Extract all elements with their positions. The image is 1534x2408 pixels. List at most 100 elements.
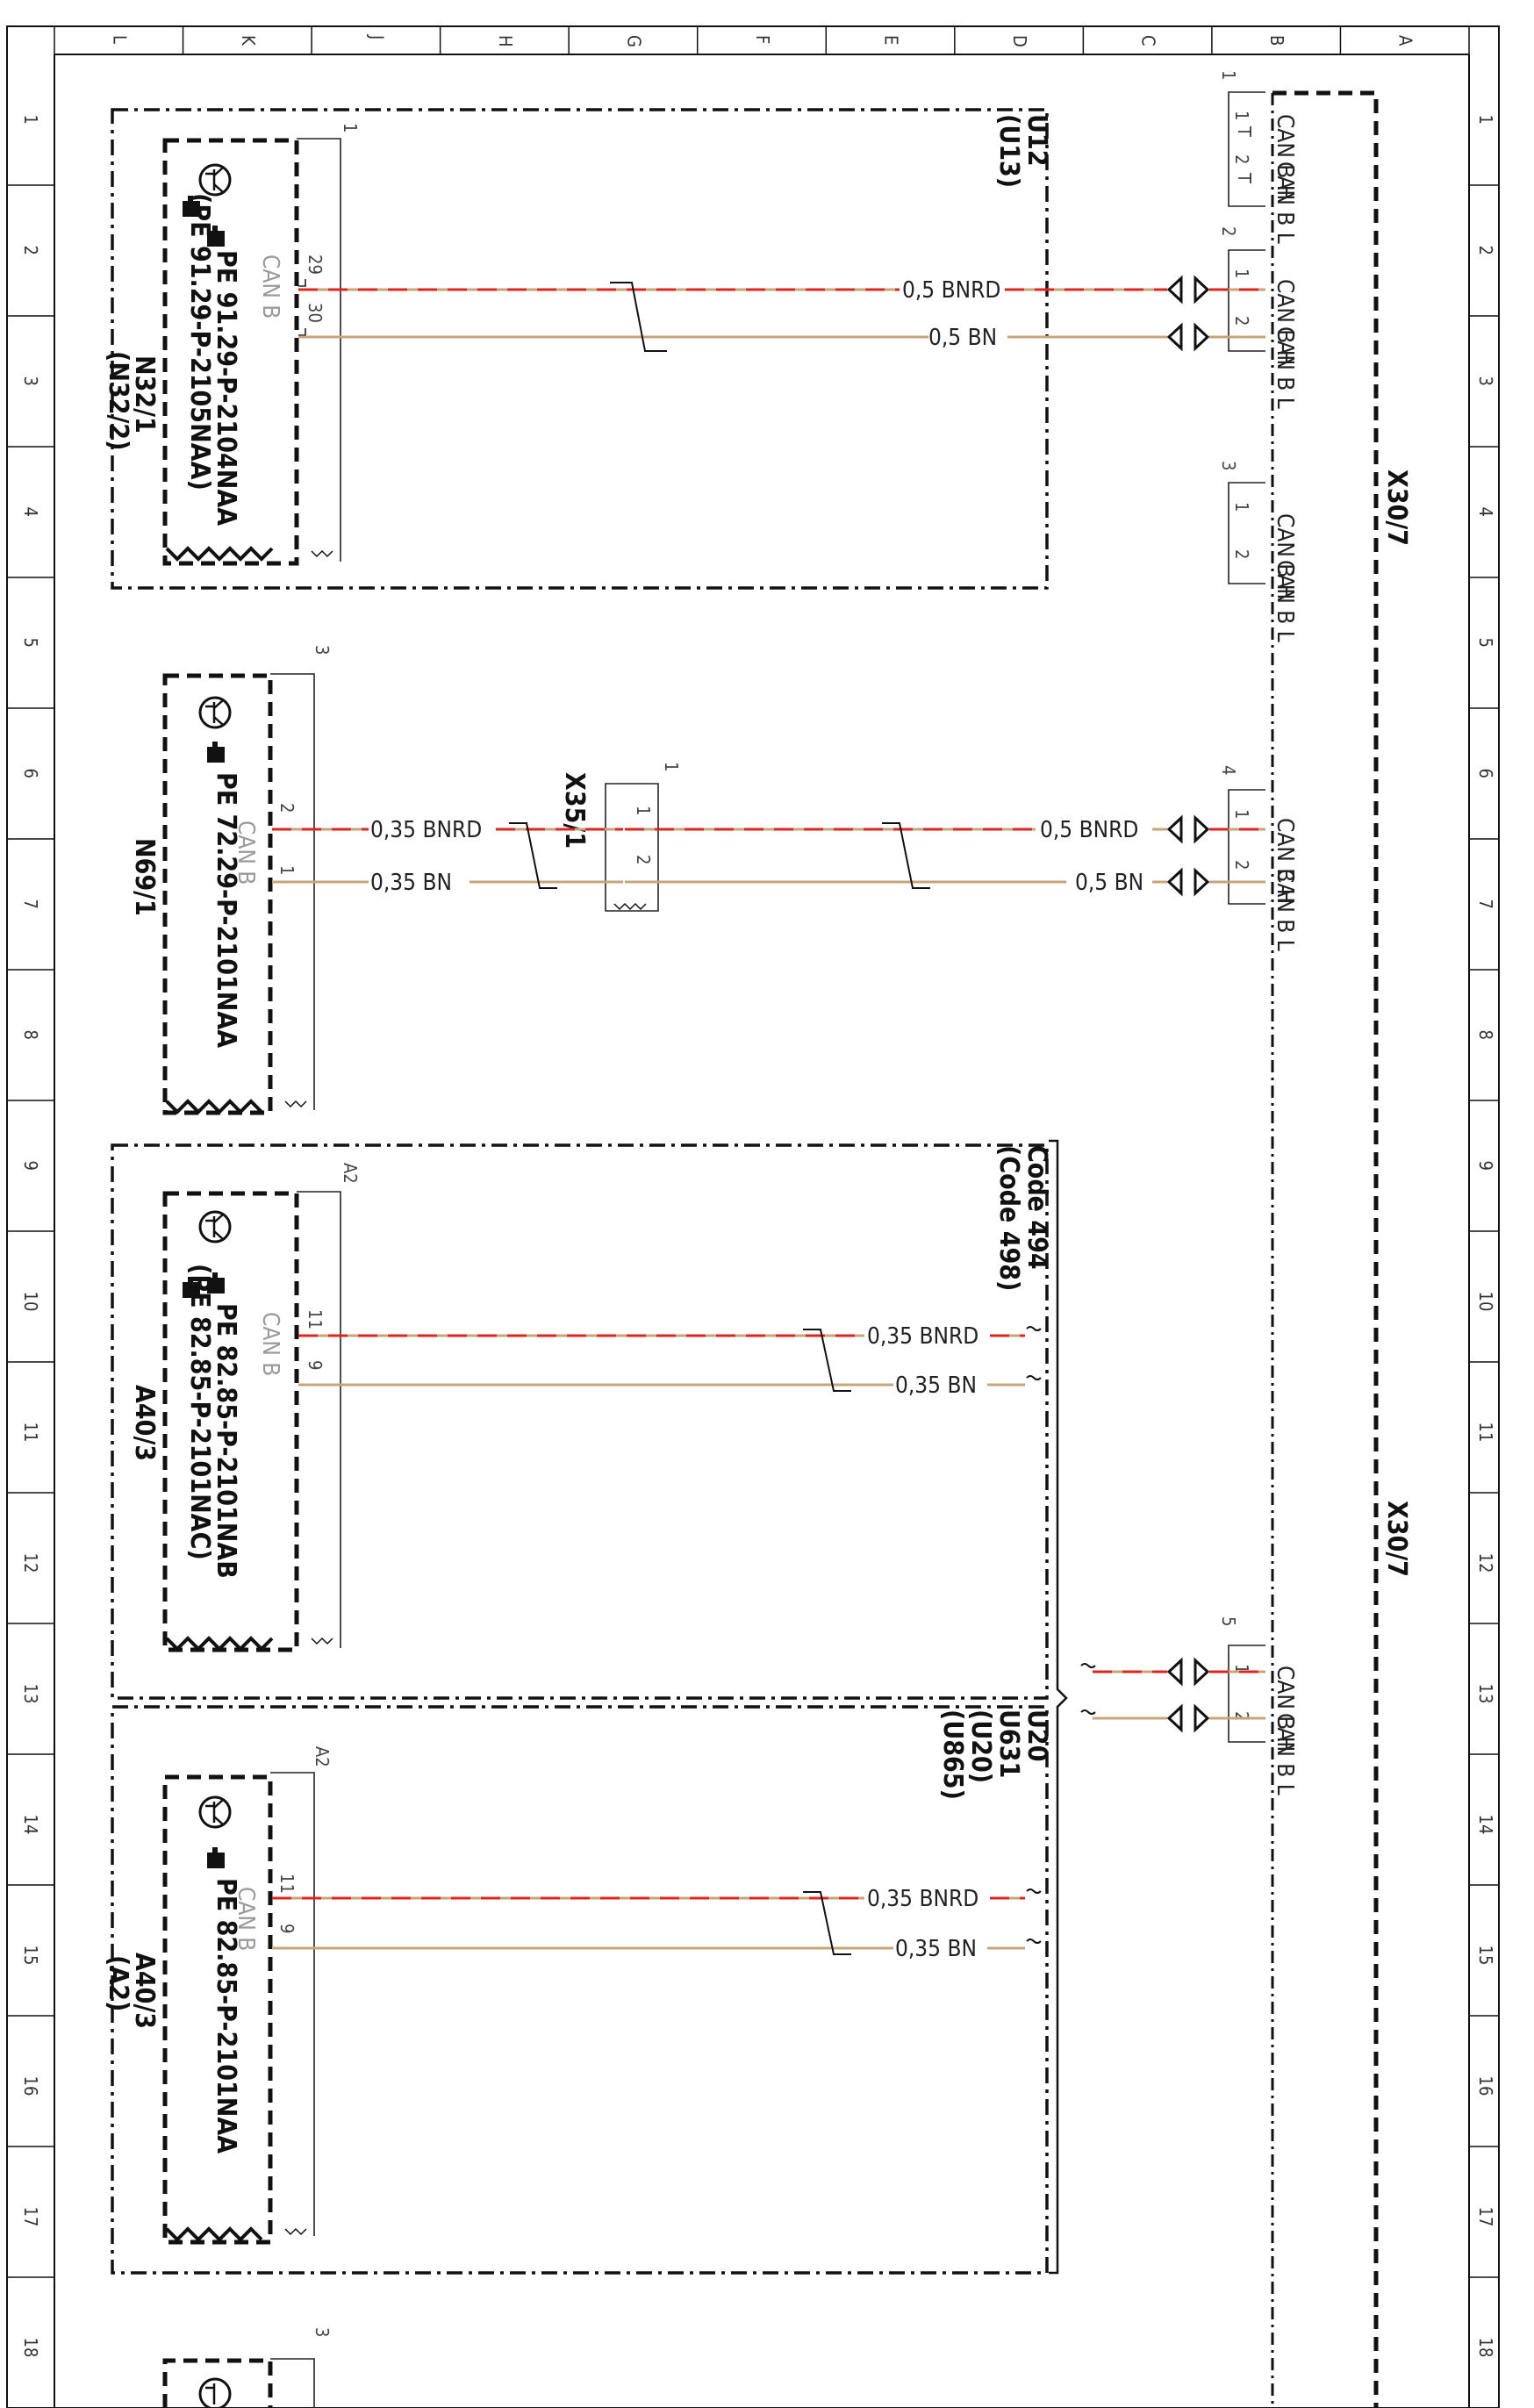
transistor-icon — [198, 2377, 232, 2408]
x30-pin-1-l: CAN B L — [1272, 161, 1298, 244]
grid-row-label: 3 — [1475, 376, 1496, 386]
svg-text:1: 1 — [1231, 809, 1252, 819]
grid-row-label: 11 — [1475, 1423, 1496, 1443]
grid-row-label: 9 — [20, 1161, 41, 1171]
n69-pin-l: 1 — [276, 865, 297, 875]
a40b-pe-1: PE 82.85-P-2101NAA — [211, 1878, 241, 2154]
connector-diamond — [1166, 814, 1210, 844]
n32-pe-1: PE 91.29-P-2104NAA — [211, 250, 241, 526]
grid-row-label: 13 — [20, 1684, 41, 1704]
hand-pointer-icon — [207, 742, 225, 763]
variant-code-494: Code 494 — [1021, 1145, 1052, 1270]
n69-bus: CAN B — [233, 821, 259, 885]
connector-diamonds — [1166, 275, 1210, 1733]
x30-pin-1-h: CAN B H — [1272, 114, 1298, 200]
svg-text:3: 3 — [312, 645, 333, 655]
variant-u12: U12 — [1021, 114, 1052, 166]
grid-row-label: 6 — [1475, 769, 1496, 778]
a40b-bus: CAN B — [233, 1887, 259, 1951]
grid-row-label: 17 — [1475, 2207, 1496, 2227]
grid-row-label: 15 — [20, 1946, 41, 1966]
x35-pin-l: 2 — [633, 855, 654, 864]
svg-text:2: 2 — [1231, 154, 1252, 164]
x30-group-3: 3 1 CAN B H 2 CAN B L — [1218, 461, 1298, 642]
svg-text:1: 1 — [661, 762, 682, 771]
x30-7-label-lower: X30/7 — [1381, 1501, 1412, 1577]
grid-row-label: 15 — [1475, 1946, 1496, 1966]
connector-x35-1: X35/1 1 1 2 — [559, 762, 682, 912]
grid-row-label: 17 — [20, 2207, 41, 2227]
x30-group-2: 2 1 CAN B H 2 CAN B L — [1218, 226, 1298, 409]
grid-row-label: 10 — [1475, 1292, 1496, 1312]
hand-pointer-icon — [207, 226, 225, 247]
x30-pin-4-l: CAN B L — [1272, 869, 1298, 951]
grid-row-label: 8 — [20, 1030, 41, 1040]
a40b-name-alt: (A2) — [103, 1955, 133, 2011]
a40a-pe-2: (PE 82.85-P-2101NAC) — [184, 1264, 215, 1560]
transistor-icon — [198, 163, 232, 197]
x30-pin-5-h: CAN B H — [1272, 1666, 1298, 1752]
grid-row-label: 16 — [1475, 2076, 1496, 2096]
grid-row-label: 12 — [1475, 1553, 1496, 1573]
wire-x35-l-label: 0,5 BN — [1075, 870, 1143, 896]
x30-pin-2-l: CAN B L — [1272, 326, 1298, 409]
n69-pin-h: 2 — [276, 803, 297, 813]
grid-row-label: 4 — [1475, 507, 1496, 517]
grid-col-label: F — [752, 35, 773, 44]
x30-pin-3-h: CAN B H — [1272, 513, 1298, 599]
module-n69-1: 3 PE 72.29-P-2101NAA CAN B 2 1 N69/1 — [129, 645, 333, 1115]
svg-text:1: 1 — [1231, 111, 1252, 120]
a40a-pe-1: PE 82.85-P-2101NAB — [211, 1303, 241, 1579]
a40a-bus: CAN B — [257, 1312, 283, 1376]
x30-pin-2-h: CAN B H — [1272, 279, 1298, 365]
hand-pointer-icon — [207, 1847, 225, 1868]
svg-text:1: 1 — [1231, 1664, 1252, 1673]
x30-group-1: 1 1 CAN B H 2 CAN B L — [1218, 70, 1298, 244]
grid-row-label: 5 — [1475, 638, 1496, 648]
svg-text:1: 1 — [1231, 502, 1252, 512]
hand-pointer-icon — [207, 1272, 225, 1294]
connector-diamond — [1166, 867, 1210, 897]
grid-row-label: 2 — [20, 246, 41, 255]
svg-text:A2: A2 — [312, 1746, 333, 1767]
grid-row-label: 4 — [20, 507, 41, 517]
a40a-pin-h: 11 — [305, 1309, 326, 1329]
wire-n32-h-label: 0,5 BNRD — [902, 277, 1000, 304]
variant-box-u12 — [111, 108, 1049, 590]
grid-row-label: 5 — [20, 638, 41, 648]
a40b-pin-h: 11 — [276, 1874, 297, 1894]
module-a40-3-upper: A2 PE 82.85-P-2101NAB (PE 82.85-P-2101NA… — [129, 1163, 361, 1652]
hand-pointer-icon — [183, 1277, 200, 1298]
svg-text:2: 2 — [1231, 549, 1252, 559]
x35-label: X35/1 — [559, 772, 590, 849]
module-a40-3-lower: A2 PE 82.85-P-2101NAA CAN B 11 9 A40/3 (… — [103, 1746, 333, 2245]
variant-u20: U20 — [1021, 1709, 1052, 1761]
connector-diamond — [1166, 322, 1210, 352]
module-bottom-partial: 3 — [162, 2327, 333, 2408]
grid-row-label: 3 — [20, 376, 41, 386]
x30-pin-3-l: CAN B L — [1272, 560, 1298, 642]
grid-row-label: 10 — [20, 1292, 41, 1312]
wire-x35-h-label: 0,5 BNRD — [1040, 817, 1138, 843]
grid-row-label: 14 — [20, 1815, 41, 1835]
svg-text:2: 2 — [1218, 226, 1239, 236]
x30-7-label-upper: X30/7 — [1381, 469, 1412, 546]
variant-u865: (U865) — [937, 1709, 968, 1800]
svg-text:4: 4 — [1218, 765, 1239, 775]
n32-pe-2: (PE 91.29-P-2105NAA) — [184, 193, 215, 491]
grid-col-label: C — [1138, 35, 1159, 47]
grid-row-label: 9 — [1475, 1161, 1496, 1171]
grid-col-label: D — [1009, 35, 1030, 47]
grid-row-label: 14 — [1475, 1815, 1496, 1835]
a40b-name: A40/3 — [129, 1953, 160, 2029]
a40b-pin-l: 9 — [276, 1924, 297, 1933]
twisted-pair-mark — [610, 282, 667, 352]
transistor-icon — [198, 1795, 232, 1829]
wire-a40b-l-label: 0,35 BN — [895, 1936, 977, 1962]
grid-row-label: 12 — [20, 1553, 41, 1573]
grid-row-label: 8 — [1475, 1030, 1496, 1040]
svg-text:2: 2 — [1231, 316, 1252, 326]
grid-row-label: 16 — [20, 2076, 41, 2096]
